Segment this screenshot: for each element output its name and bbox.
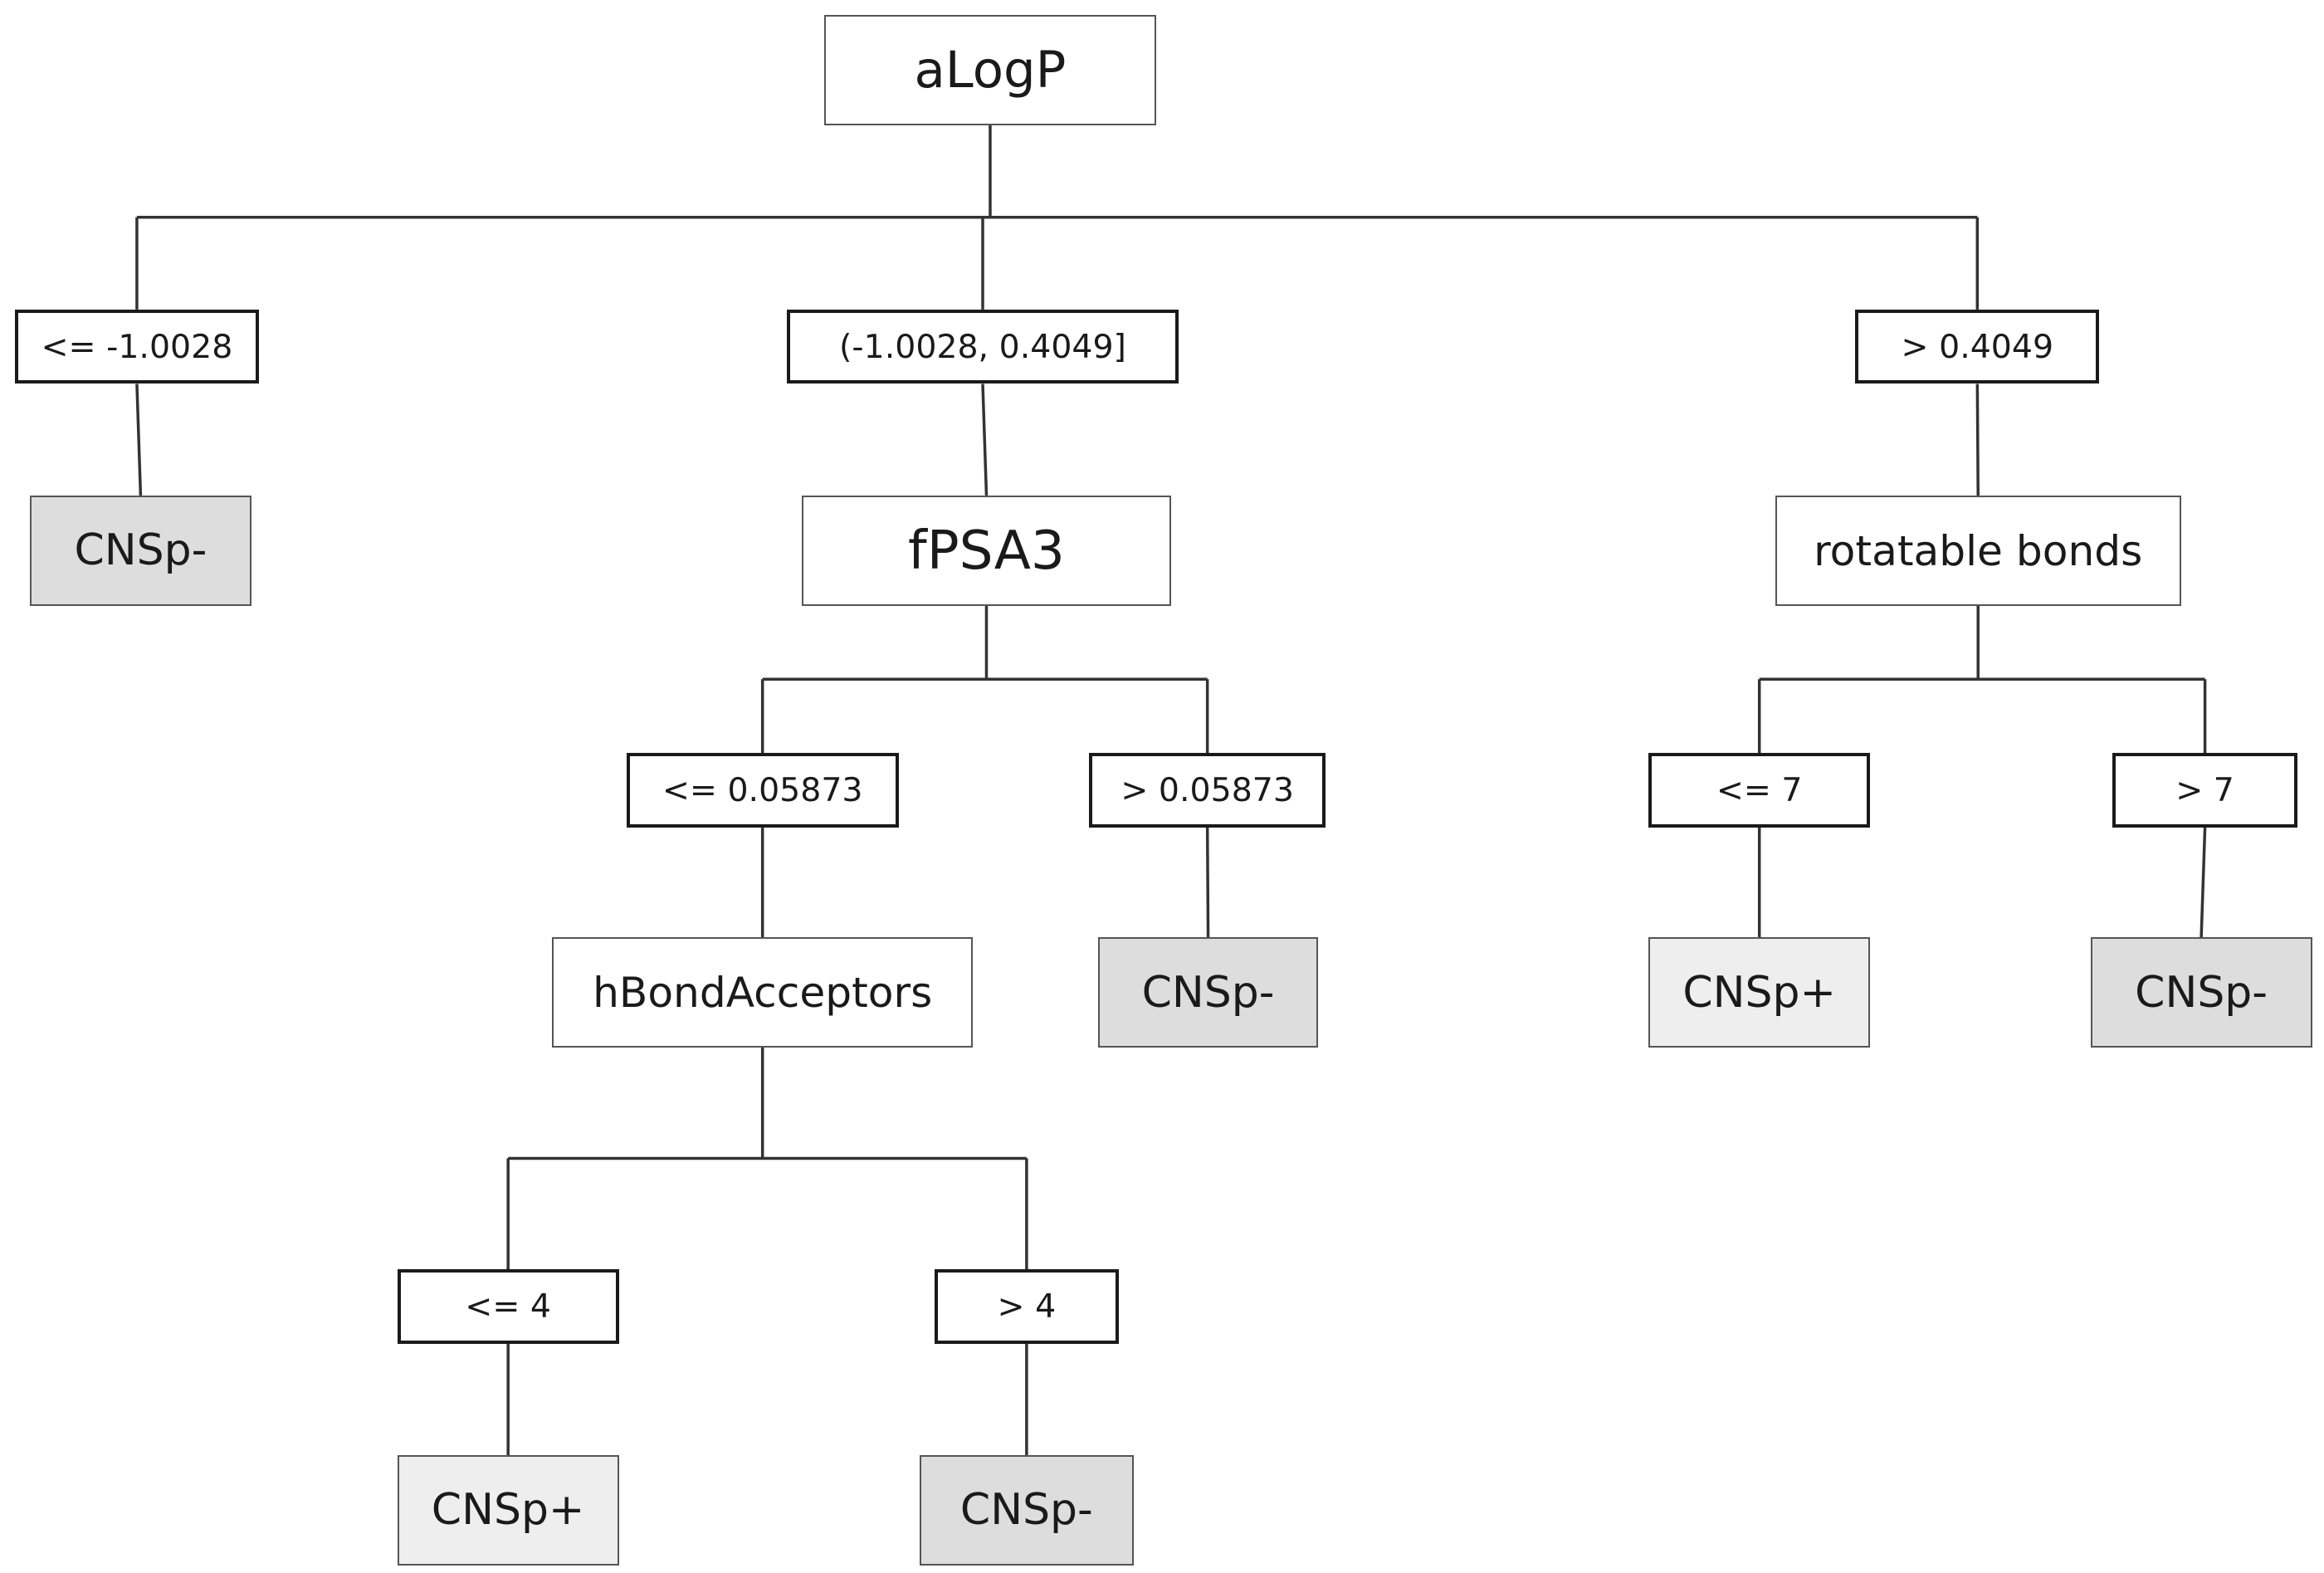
branch-alogp-low: <= -1.0028 [14,309,259,384]
leaf-cnsp-negative: CNSp- [2090,937,2312,1048]
node-rotatable-bonds: rotatable bonds [1775,495,2181,606]
branch-hba-low: <= 4 [397,1269,619,1344]
node-fpsa3: fPSA3 [802,495,1171,606]
branch-rotatable-high: > 7 [2112,753,2297,828]
edge-c1-l1 [135,383,143,496]
leaf-cnsp-negative: CNSp- [29,495,251,606]
node-alogp: aLogP [824,14,1156,125]
leaf-cnsp-positive: CNSp+ [1648,937,1871,1048]
edge-c7-l4 [2200,827,2207,938]
edge-c3-rot [1975,383,1980,496]
leaf-cnsp-negative: CNSp- [919,1455,1134,1566]
branch-rotatable-low: <= 7 [1648,753,1871,828]
branch-fpsa3-high: > 0.05873 [1089,753,1326,828]
branch-hba-high: > 4 [934,1269,1119,1344]
edge-c2-fpsa [981,383,989,496]
node-hbondacceptors: hBondAcceptors [552,937,974,1048]
branch-fpsa3-low: <= 0.05873 [626,753,899,828]
leaf-cnsp-negative: CNSp- [1097,937,1319,1048]
leaf-cnsp-positive: CNSp+ [397,1455,619,1566]
branch-alogp-high: > 0.4049 [1855,309,2100,384]
branch-alogp-mid: (-1.0028, 0.4049] [787,309,1179,384]
